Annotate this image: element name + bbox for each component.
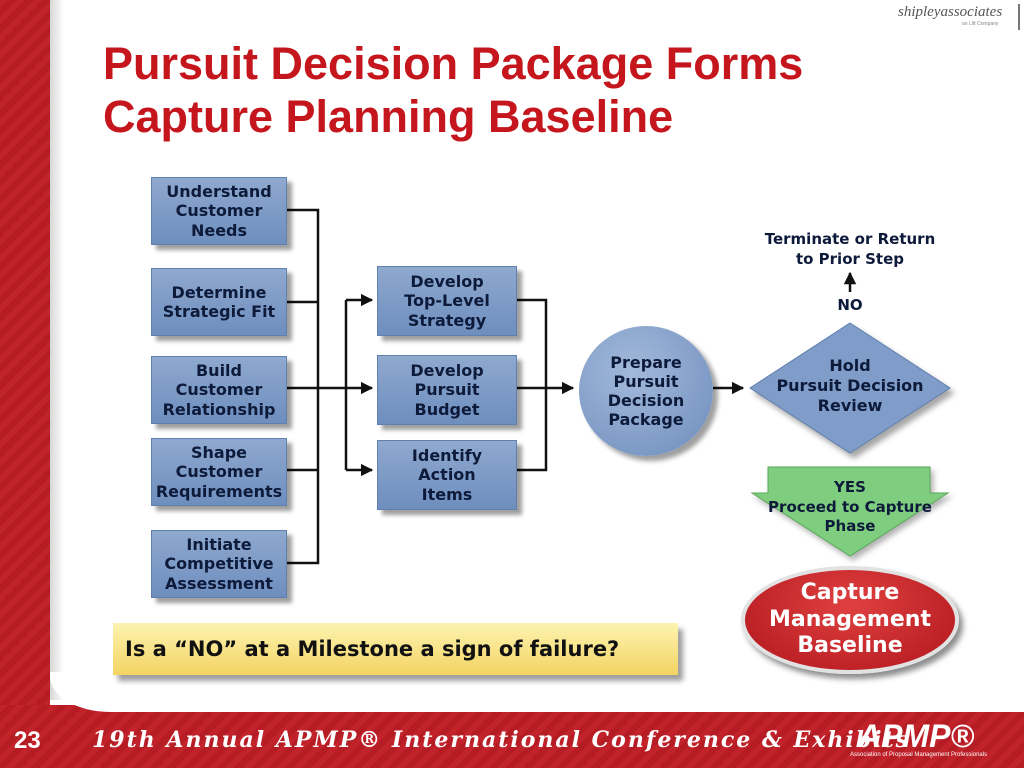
footer-curve xyxy=(50,672,1024,712)
slide-title-line-2: Capture Planning Baseline xyxy=(103,90,674,142)
shipley-logo: shipleyassociates xyxy=(898,4,1003,20)
shipley-logo-subtext: an Lift Company xyxy=(962,21,999,27)
terminate-label: Terminate or Return to Prior Step xyxy=(764,230,936,269)
apmp-logo-subtext: Association of Proposal Management Profe… xyxy=(850,752,988,758)
left-feed-lines xyxy=(287,300,318,472)
footer-band xyxy=(0,705,1024,768)
left-border-shade xyxy=(50,0,64,700)
decision-diamond xyxy=(749,322,951,454)
slide-title: Pursuit Decision Package Forms Capture P… xyxy=(103,38,803,143)
conference-title: 19th Annual APMP® International Conferen… xyxy=(92,727,910,753)
apmp-logo: APMP® xyxy=(858,718,975,754)
no-label: NO xyxy=(837,296,863,314)
milestone-question-banner: Is a “NO” at a Milestone a sign of failu… xyxy=(113,623,678,675)
left-border-band xyxy=(0,0,50,768)
left-bracket-line xyxy=(287,208,320,565)
page-number: 23 xyxy=(14,727,41,754)
yes-proceed-label: YES Proceed to Capture Phase xyxy=(768,478,932,535)
right-bracket-line xyxy=(517,298,548,472)
shipley-logo-divider xyxy=(1018,4,1020,30)
decision-diamond-label: Hold Pursuit Decision Review xyxy=(776,356,924,415)
slide-title-line-1: Pursuit Decision Package Forms xyxy=(103,38,804,89)
yes-arrow-shape xyxy=(750,466,950,557)
